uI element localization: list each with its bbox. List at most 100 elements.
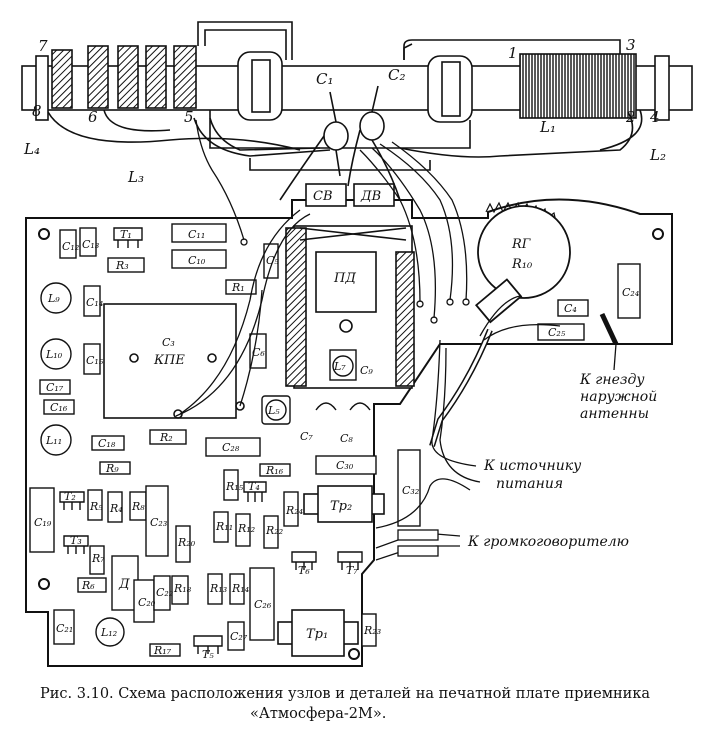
label-c6: C₆ xyxy=(252,346,265,359)
label-t6: T₆ xyxy=(298,564,310,577)
label-c14: C₁₄ xyxy=(86,296,103,309)
label-kpe: КПЕ xyxy=(153,353,185,368)
label-r4: R₄ xyxy=(109,502,123,515)
board-labels: C₁₂ C₁₃ T₁ R₃ C₁₁ C₁₀ C₅ R₁ L₉ C₁₄ C₃ КП… xyxy=(34,228,639,661)
callout-speaker: К громкоговорителю xyxy=(467,534,629,550)
label-tr1: Tр₁ xyxy=(306,627,328,642)
label-r24: R₂₄ xyxy=(285,504,303,517)
label-n2: 2 xyxy=(625,108,636,126)
coil-l3-d xyxy=(173,45,197,109)
label-c11: C₁₁ xyxy=(188,228,205,241)
label-t5: T₅ xyxy=(202,648,214,661)
label-c19: C₁₉ xyxy=(34,516,52,529)
transformer-tr2 xyxy=(303,485,385,523)
label-r23: R₂₃ xyxy=(363,624,381,637)
label-n1: 1 xyxy=(508,44,518,62)
label-pd: ПД xyxy=(333,271,356,286)
label-c25: C₂₅ xyxy=(548,326,566,339)
label-r18: R₁₈ xyxy=(173,582,192,595)
button-sv xyxy=(305,183,347,207)
callouts: К гнезду наружной антенны К источнику пи… xyxy=(467,372,657,550)
coil-l3-b xyxy=(117,45,139,109)
label-l3: L₃ xyxy=(127,168,144,186)
label-r9: R₉ xyxy=(105,462,119,475)
label-t7: T₇ xyxy=(346,564,358,577)
label-d: Д xyxy=(118,577,130,592)
label-l9: L₉ xyxy=(47,292,60,305)
antenna-labels: 7 8 6 5 1 3 2 4 L₄ L₃ L₁ L₂ C₁ C₂ xyxy=(23,36,666,186)
label-t4: T₄ xyxy=(248,480,260,493)
transformer-tr1 xyxy=(277,609,359,657)
label-n8: 8 xyxy=(32,102,42,120)
label-r15: R₁₅ xyxy=(225,480,244,493)
coil-l3-c xyxy=(145,45,167,109)
label-c10: C₁₀ xyxy=(188,254,206,267)
caption-line-2: «Атмосфера-2М». xyxy=(250,706,387,722)
label-rg: RГ xyxy=(511,237,531,252)
transistors xyxy=(59,227,371,654)
trimmer-c2 xyxy=(359,111,385,141)
label-c17: C₁₇ xyxy=(46,381,64,394)
label-c20: C₂₀ xyxy=(138,596,156,609)
label-c2: C₂ xyxy=(388,66,406,84)
label-c28: C₂₈ xyxy=(222,441,240,454)
label-r11: R₁₁ xyxy=(215,520,233,533)
label-c4: C₄ xyxy=(564,302,577,315)
label-l10: L₁₀ xyxy=(45,348,63,361)
label-c3: C₃ xyxy=(162,336,175,349)
label-c30: C₃₀ xyxy=(336,459,354,472)
label-r6: R₆ xyxy=(81,579,95,592)
caption-line-1: Рис. 3.10. Схема расположения узлов и де… xyxy=(40,686,651,702)
label-l7: L₇ xyxy=(333,360,346,373)
callout-antenna-2: наружной xyxy=(580,389,657,405)
label-r7: R₇ xyxy=(91,552,105,565)
label-c9: C₉ xyxy=(360,364,373,377)
label-r3: R₃ xyxy=(115,259,129,272)
trimmer-c1 xyxy=(323,121,349,151)
label-c23: C₂₃ xyxy=(150,516,167,529)
ferrite-antenna xyxy=(21,21,693,201)
label-r20: R₂₀ xyxy=(177,536,196,549)
label-c16: C₁₆ xyxy=(50,401,68,414)
coil-l1 xyxy=(519,53,637,119)
round-coils xyxy=(40,282,354,647)
label-r14: R₁₄ xyxy=(231,582,249,595)
label-c12: C₁₂ xyxy=(62,240,79,253)
label-r2: R₂ xyxy=(159,431,173,444)
label-t3: T₃ xyxy=(70,534,82,547)
label-n3: 3 xyxy=(626,36,636,54)
button-dv xyxy=(353,183,395,207)
label-c1: C₁ xyxy=(316,70,334,88)
label-r5: R₅ xyxy=(89,500,103,513)
label-c7: C₇ xyxy=(300,430,313,443)
label-c15: C₁₅ xyxy=(86,354,104,367)
label-n6: 6 xyxy=(88,108,98,126)
coil-l3-a xyxy=(87,45,109,109)
label-sv: СВ xyxy=(313,189,333,204)
wiring xyxy=(175,119,619,561)
callout-antenna-3: антенны xyxy=(580,406,649,422)
label-l11: L₁₁ xyxy=(45,434,62,447)
callout-power-1: К источнику xyxy=(483,458,582,474)
figure-caption: Рис. 3.10. Схема расположения узлов и де… xyxy=(40,684,700,724)
label-r10: R₁₀ xyxy=(511,257,533,272)
label-r8: R₈ xyxy=(131,500,145,513)
label-c5: C₅ xyxy=(266,254,279,267)
rod-end-left xyxy=(35,55,49,121)
label-r17: R₁₇ xyxy=(153,644,172,657)
label-r13: R₁₃ xyxy=(209,582,227,595)
label-n4: 4 xyxy=(649,108,660,126)
label-l1: L₁ xyxy=(539,118,556,136)
label-r22: R₂₂ xyxy=(265,524,283,537)
label-c18: C₁₈ xyxy=(98,437,116,450)
label-l5: L₅ xyxy=(267,404,280,417)
label-c21: C₂₁ xyxy=(56,622,73,635)
label-r12: R₁₂ xyxy=(237,522,255,535)
coil-l4 xyxy=(51,49,73,109)
label-n5: 5 xyxy=(184,108,194,126)
label-c26: C₂₆ xyxy=(254,598,272,611)
label-c22: C₂₂ xyxy=(156,586,173,599)
label-r16: R₁₆ xyxy=(265,464,284,477)
